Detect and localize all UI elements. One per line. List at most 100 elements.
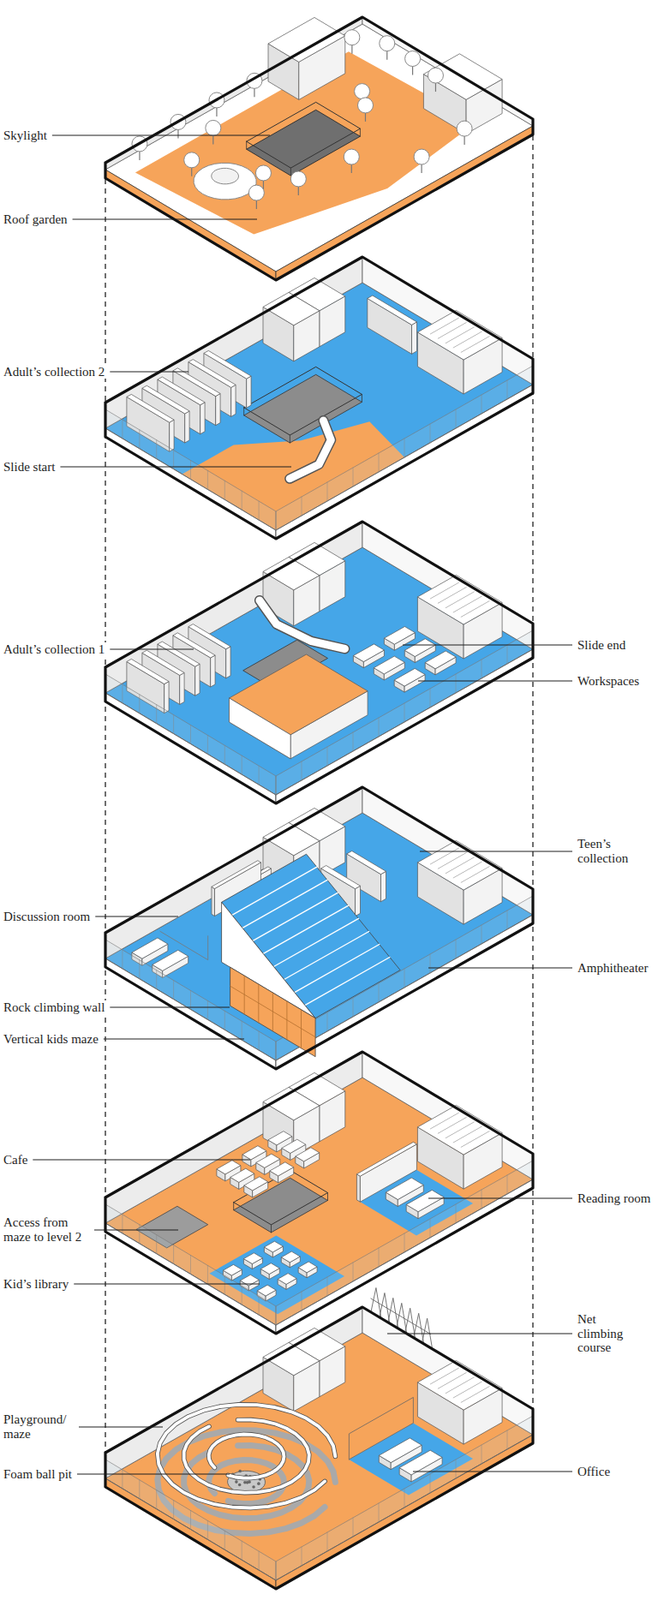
glass-mullion xyxy=(455,674,457,694)
foam-ball xyxy=(234,1480,239,1484)
leader-line xyxy=(52,135,270,137)
glass-mullion xyxy=(155,705,157,724)
maze-wall-base xyxy=(209,1460,285,1505)
amphitheater-step-line xyxy=(294,945,380,993)
bookshelf xyxy=(355,885,361,916)
slide-tube xyxy=(259,600,346,650)
glass-mullion xyxy=(327,482,329,502)
climbing-wall xyxy=(230,967,317,1058)
bookshelf xyxy=(226,646,231,679)
glass-mullion xyxy=(207,735,209,754)
kids-table xyxy=(281,1251,300,1263)
tree-crown xyxy=(456,120,473,137)
bookshelf xyxy=(126,658,169,684)
glass-mullion xyxy=(430,1474,431,1494)
stair-core xyxy=(417,1360,503,1411)
slide-tube xyxy=(259,600,346,650)
back-wall xyxy=(105,1307,363,1479)
callout-label: Office xyxy=(575,1465,612,1480)
tree-crown xyxy=(405,51,421,67)
amphitheater-step-line xyxy=(284,932,370,981)
kids-table xyxy=(298,1262,318,1274)
kids-table xyxy=(222,1264,242,1276)
ground-level xyxy=(105,1288,533,1591)
void-railing xyxy=(244,366,363,436)
railing-post xyxy=(359,128,361,137)
glass-mullion xyxy=(481,925,483,945)
bookshelf xyxy=(346,851,387,875)
cafe-table xyxy=(295,1148,320,1162)
glass-facade xyxy=(275,630,533,796)
glass-mullion xyxy=(481,1445,483,1465)
atrium-void xyxy=(244,374,363,443)
kids-table xyxy=(277,1274,297,1286)
tree-crown xyxy=(358,97,374,114)
glass-facade xyxy=(105,409,276,531)
callout-label: Amphitheater xyxy=(575,961,650,976)
callout-label: Rock climbing wall xyxy=(1,1000,107,1016)
glass-mullion xyxy=(155,1235,157,1255)
callout-label: Roof garden xyxy=(1,212,70,228)
glass-partition xyxy=(160,931,209,960)
glass-mullion xyxy=(301,496,303,516)
glass-mullion xyxy=(352,1262,354,1282)
leader-line xyxy=(419,851,573,853)
leader-line xyxy=(109,1007,230,1009)
glass-facade xyxy=(275,365,533,531)
glass-partition xyxy=(348,1397,413,1460)
tree-crown xyxy=(248,185,264,201)
amphitheater-step-line xyxy=(232,867,318,916)
railing-post xyxy=(270,1225,272,1233)
glass-mullion xyxy=(258,765,260,785)
glass-mullion xyxy=(155,970,157,990)
tree-crown xyxy=(379,35,395,52)
bookshelf xyxy=(169,419,174,452)
stair-core xyxy=(417,574,503,625)
kids-table xyxy=(243,1253,263,1265)
bookshelf xyxy=(126,394,174,423)
stair-core xyxy=(417,1105,503,1155)
glass-mullion xyxy=(455,939,457,959)
glass-mullion xyxy=(224,1010,226,1030)
cafe-table xyxy=(230,1168,255,1183)
bookshelf xyxy=(381,871,387,902)
leader-line xyxy=(78,1427,163,1429)
callout-label: Cafe xyxy=(1,1153,30,1168)
stair-step xyxy=(460,867,490,884)
bookshelf xyxy=(164,681,169,714)
leader-line xyxy=(59,466,292,468)
glass-mullion xyxy=(207,1000,209,1020)
glass-mullion xyxy=(327,1532,329,1552)
glass-mullion xyxy=(190,725,192,745)
glass-mullion xyxy=(507,910,509,930)
glass-mullion xyxy=(301,761,303,781)
work-table xyxy=(394,668,425,687)
amphitheater-step-line xyxy=(242,879,328,928)
work-table xyxy=(352,644,384,663)
maze-wall-top xyxy=(184,1420,310,1494)
leader-line xyxy=(77,1474,230,1476)
teen-level xyxy=(105,787,533,1070)
level-1 xyxy=(105,521,533,804)
work-table xyxy=(383,627,415,646)
kids-table xyxy=(260,1263,280,1275)
maze-wall-top xyxy=(209,1435,285,1479)
glass-mullion xyxy=(481,394,483,414)
glass-mullion xyxy=(404,1233,406,1253)
glass-mullion xyxy=(138,960,140,980)
glass-mullion xyxy=(138,694,140,714)
glass-facade xyxy=(105,674,276,796)
amphitheater-step-line xyxy=(252,892,338,941)
tree-crown xyxy=(354,83,371,100)
glass-mullion xyxy=(207,1520,209,1540)
foam-ball xyxy=(238,1483,242,1488)
tree-crown xyxy=(205,119,222,136)
railing-post xyxy=(245,141,247,150)
glass-mullion xyxy=(121,1214,123,1234)
railing-post xyxy=(233,1202,234,1211)
bookshelf xyxy=(367,295,418,325)
glass-mullion xyxy=(327,1277,329,1297)
bookshelf xyxy=(246,376,252,408)
cafe-table xyxy=(256,1154,281,1168)
